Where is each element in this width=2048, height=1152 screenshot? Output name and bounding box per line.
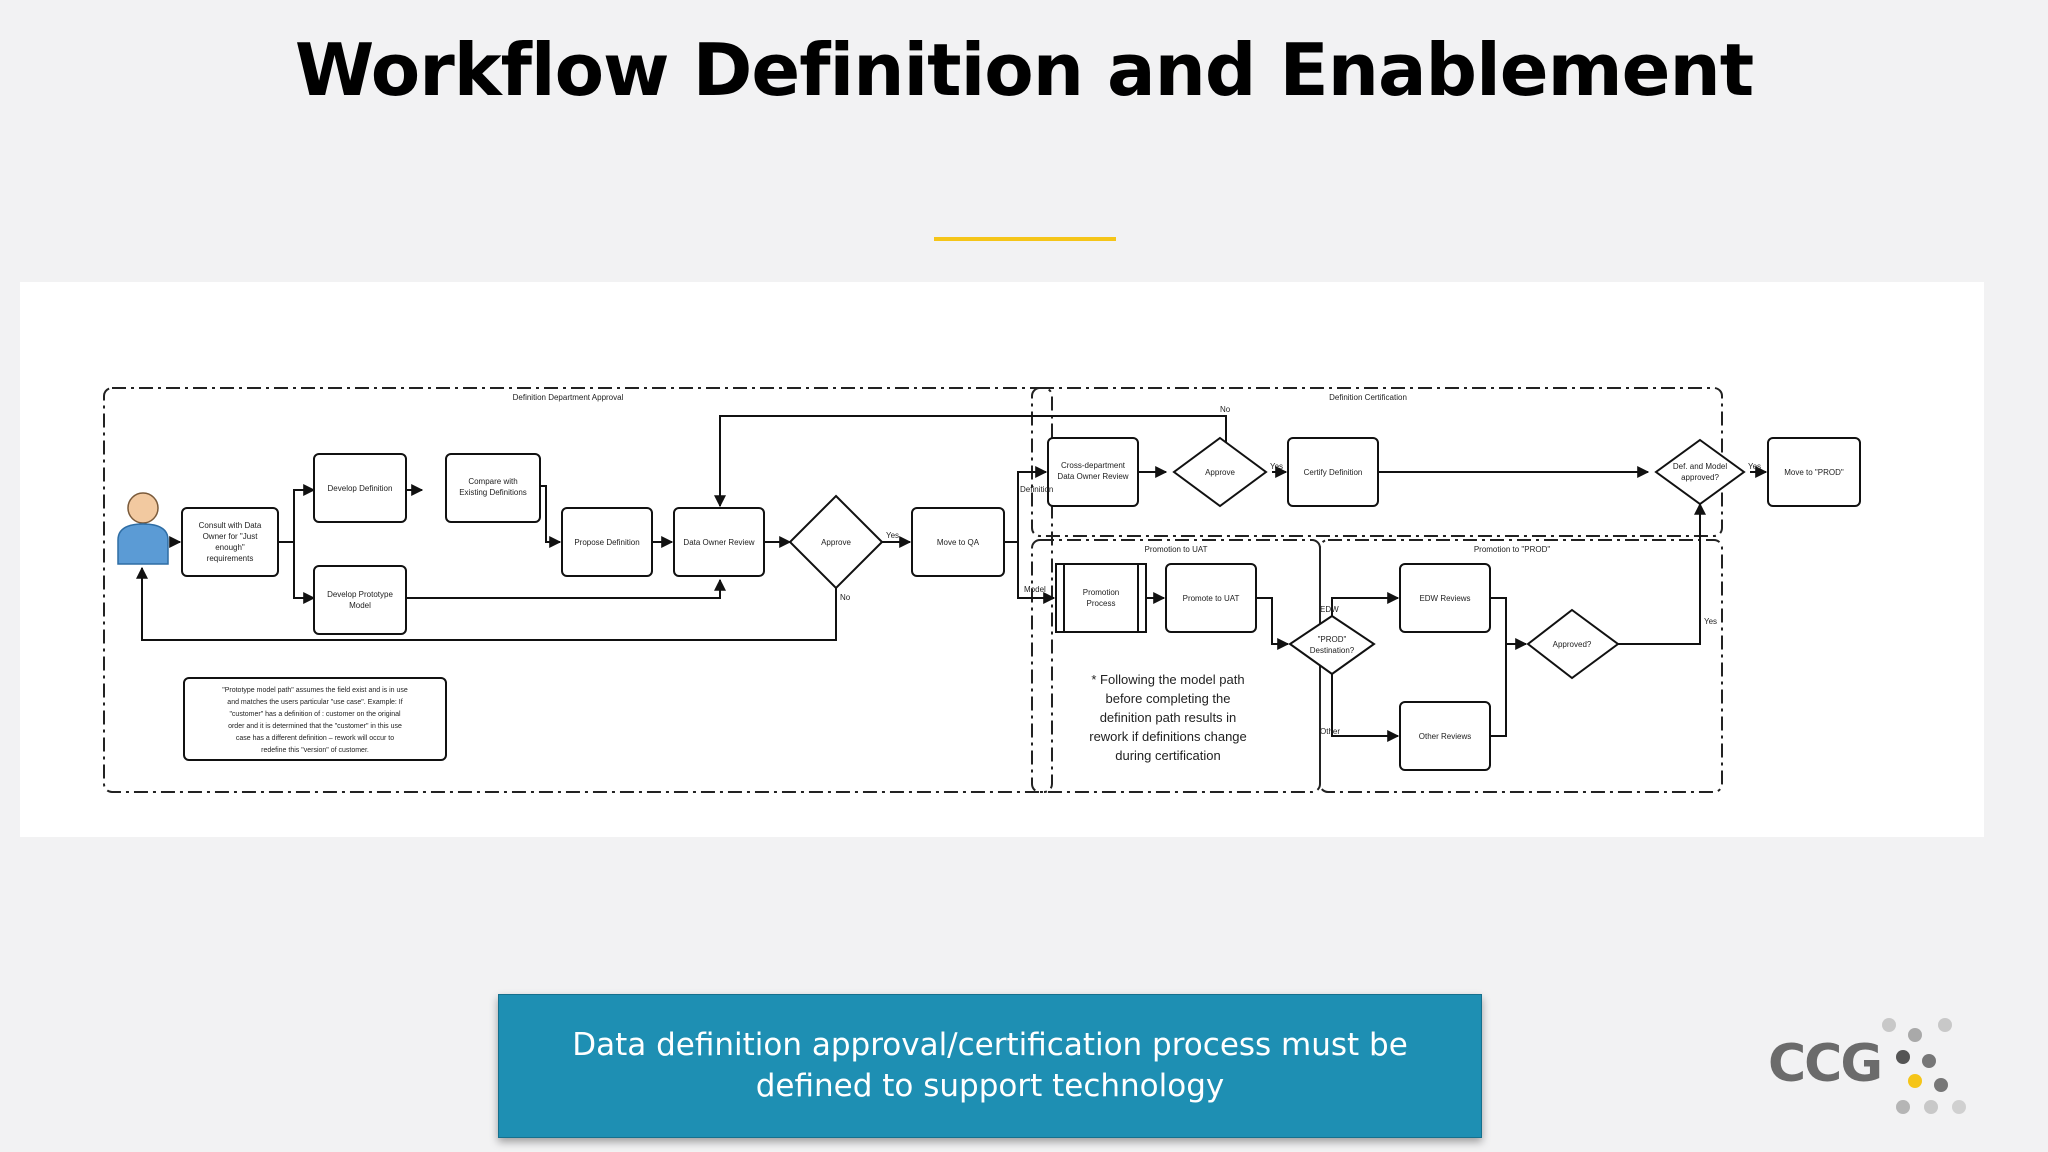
label-data-owner-review: Data Owner Review bbox=[683, 538, 754, 547]
label-other-reviews: Other Reviews bbox=[1419, 732, 1471, 741]
prototype-note-line-2: and matches the users particular "use ca… bbox=[227, 699, 402, 706]
node-certify-definition bbox=[1287, 437, 1379, 507]
lane-promotion-uat bbox=[1031, 539, 1321, 793]
edge-other: Other bbox=[1320, 727, 1340, 736]
prototype-note-line-3: "customer" has a definition of : custome… bbox=[229, 711, 401, 718]
label-consult-2: Owner for "Just bbox=[203, 532, 259, 541]
label-develop-definition: Develop Definition bbox=[328, 484, 393, 493]
node-def-model-approved bbox=[1654, 438, 1746, 506]
label-def-model-2: approved? bbox=[1681, 473, 1719, 482]
label-prototype-1: Develop Prototype bbox=[327, 590, 393, 599]
node-consult bbox=[181, 507, 279, 577]
ccg-logo: CCG bbox=[1766, 1016, 1986, 1116]
node-move-to-qa bbox=[911, 507, 1005, 577]
node-propose-definition bbox=[561, 507, 653, 577]
logo-dot bbox=[1896, 1100, 1910, 1114]
edge-model: Model bbox=[1024, 585, 1046, 594]
prototype-note-line-6: redefine this "version" of customer. bbox=[261, 747, 369, 754]
label-approve-2: Approve bbox=[1205, 468, 1235, 477]
summary-callout: Data definition approval/certification p… bbox=[498, 994, 1482, 1138]
node-edw-reviews bbox=[1399, 563, 1491, 633]
label-move-to-prod: Move to "PROD" bbox=[1784, 468, 1844, 477]
lane-title-dept-approval: Definition Department Approval bbox=[513, 393, 624, 402]
logo-dot bbox=[1922, 1054, 1936, 1068]
node-develop-definition bbox=[313, 453, 407, 523]
label-move-to-qa: Move to QA bbox=[937, 538, 980, 547]
label-approve-1: Approve bbox=[821, 538, 851, 547]
node-promote-to-uat bbox=[1165, 563, 1257, 633]
label-certify: Certify Definition bbox=[1304, 468, 1363, 477]
slide-title: Workflow Definition and Enablement bbox=[294, 28, 1754, 112]
lane-title-promotion-prod: Promotion to "PROD" bbox=[1474, 545, 1551, 554]
label-compare-1: Compare with bbox=[468, 477, 517, 486]
model-note-line-2: before completing the bbox=[1105, 691, 1230, 706]
node-prod-destination bbox=[1288, 614, 1376, 676]
prototype-note-line-5: case has a different definition – rework… bbox=[236, 735, 394, 742]
label-edw-reviews: EDW Reviews bbox=[1419, 594, 1470, 603]
title-accent-line bbox=[934, 237, 1116, 241]
logo-dot bbox=[1938, 1018, 1952, 1032]
workflow-diagram-svg: Definition Department Approval Definitio… bbox=[103, 387, 1861, 793]
label-compare-2: Existing Definitions bbox=[459, 488, 527, 497]
label-consult-4: requirements bbox=[207, 554, 254, 563]
workflow-diagram: Definition Department Approval Definitio… bbox=[20, 282, 1984, 837]
prototype-note-line-4: order and it is determined that the "cus… bbox=[228, 723, 402, 730]
node-cross-dept-review bbox=[1047, 437, 1139, 507]
lane-certification bbox=[1031, 387, 1723, 537]
logo-dot bbox=[1924, 1100, 1938, 1114]
model-note-line-4: rework if definitions change bbox=[1089, 729, 1247, 744]
label-consult-1: Consult with Data bbox=[199, 521, 262, 530]
label-prod-dest-1: "PROD" bbox=[1318, 635, 1347, 644]
lane-title-promotion-uat: Promotion to UAT bbox=[1145, 545, 1208, 554]
label-cross-dept-1: Cross-department bbox=[1061, 461, 1126, 470]
logo-dot bbox=[1908, 1074, 1922, 1088]
edge-no-1: No bbox=[840, 593, 851, 602]
prototype-note-line-1: "Prototype model path" assumes the field… bbox=[222, 687, 408, 694]
node-approved-q bbox=[1526, 608, 1620, 680]
label-prototype-2: Model bbox=[349, 601, 371, 610]
label-consult-3: enough" bbox=[215, 543, 245, 552]
person-icon bbox=[117, 492, 169, 565]
logo-dot bbox=[1934, 1078, 1948, 1092]
logo-dot bbox=[1908, 1028, 1922, 1042]
model-note-line-5: during certification bbox=[1115, 748, 1221, 763]
edge-yes-4: Yes bbox=[1704, 617, 1717, 626]
edge-yes-2: Yes bbox=[1270, 462, 1283, 471]
node-promotion-process bbox=[1055, 563, 1147, 633]
logo-dot bbox=[1952, 1100, 1966, 1114]
model-note-line-3: definition path results in bbox=[1100, 710, 1237, 725]
prototype-note-box bbox=[183, 677, 447, 761]
logo-text: CCG bbox=[1768, 1034, 1883, 1094]
lane-promotion-prod bbox=[1319, 539, 1723, 793]
node-develop-prototype bbox=[313, 565, 407, 635]
edge-definition: Definition bbox=[1020, 485, 1053, 494]
node-compare-existing bbox=[445, 453, 541, 523]
node-approve-2 bbox=[1172, 436, 1268, 508]
summary-callout-text: Data definition approval/certification p… bbox=[572, 1027, 1408, 1104]
lane-dept-approval bbox=[103, 387, 1053, 793]
logo-dot bbox=[1896, 1050, 1910, 1064]
edge-edw: EDW bbox=[1320, 605, 1339, 614]
edge-yes-3: Yes bbox=[1748, 462, 1761, 471]
label-promote-uat: Promote to UAT bbox=[1183, 594, 1240, 603]
label-approved-q: Approved? bbox=[1553, 640, 1592, 649]
edge-yes-1: Yes bbox=[886, 531, 899, 540]
label-propose: Propose Definition bbox=[574, 538, 639, 547]
node-data-owner-review bbox=[673, 507, 765, 577]
label-cross-dept-2: Data Owner Review bbox=[1057, 472, 1128, 481]
lane-title-certification: Definition Certification bbox=[1329, 393, 1407, 402]
node-other-reviews bbox=[1399, 701, 1491, 771]
node-approve-1 bbox=[788, 494, 884, 590]
label-prod-dest-2: Destination? bbox=[1310, 646, 1355, 655]
logo-dot bbox=[1882, 1018, 1896, 1032]
node-move-to-prod bbox=[1767, 437, 1861, 507]
edge-no-2: No bbox=[1220, 405, 1231, 414]
model-note-line-1: * Following the model path bbox=[1091, 672, 1244, 687]
label-promotion-1: Promotion bbox=[1083, 588, 1119, 597]
label-promotion-2: Process bbox=[1087, 599, 1116, 608]
label-def-model-1: Def. and Model bbox=[1673, 462, 1727, 471]
